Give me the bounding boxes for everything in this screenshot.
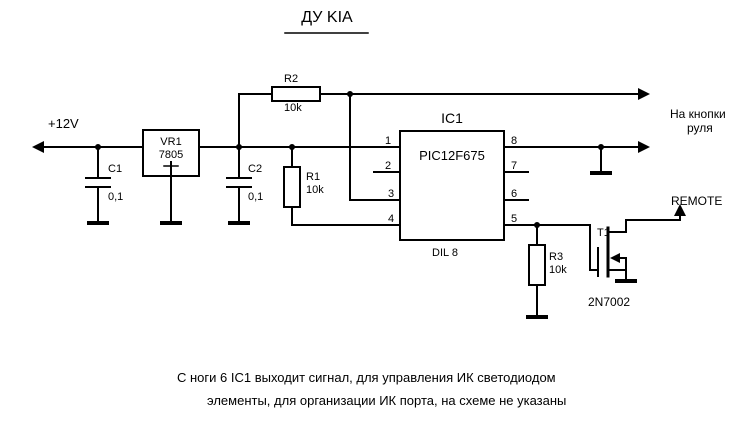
right-arrow-icon xyxy=(638,141,650,153)
power-label: +12V xyxy=(48,116,79,131)
regulator-vr1: VR1 7805 xyxy=(142,129,200,225)
ic1-pin-2: 2 xyxy=(385,160,391,172)
r3-ref: R3 xyxy=(549,251,563,263)
ic1-pin-7: 7 xyxy=(511,160,517,172)
note-line-2: элементы, для организации ИК порта, на с… xyxy=(207,393,566,408)
right-arrow-icon xyxy=(638,88,650,100)
c1-ref: C1 xyxy=(108,163,122,175)
resistor-r3: R3 10k xyxy=(526,224,567,319)
up-arrow-icon xyxy=(674,204,686,216)
note-line-1: С ноги 6 IC1 выходит сигнал, для управле… xyxy=(177,370,556,385)
remote-label: REMOTE xyxy=(671,194,722,208)
t1-part: 2N7002 xyxy=(588,295,630,309)
ic1-pin-8: 8 xyxy=(511,135,517,147)
r2-value: 10k xyxy=(284,102,302,114)
fet-arrow-icon xyxy=(610,253,620,263)
ic1-pin-4: 4 xyxy=(388,213,394,225)
resistor-r1: R1 10k xyxy=(283,144,391,226)
resistor-body xyxy=(271,86,321,102)
resistor-body xyxy=(528,244,546,286)
c2-ref: C2 xyxy=(248,163,262,175)
r3-value: 10k xyxy=(549,264,567,276)
power-input: +12V xyxy=(32,116,144,153)
buttons-output: На кнопки руля xyxy=(503,107,726,175)
transistor-t1: T1 2N7002 xyxy=(588,219,681,309)
ic1-pin-3: 3 xyxy=(388,188,394,200)
ic1-pin-1: 1 xyxy=(385,135,391,147)
left-arrow-icon xyxy=(32,141,44,153)
t1-ref: T1 xyxy=(597,227,610,239)
ic1-part: PIC12F675 xyxy=(419,148,485,163)
ic1-pin-6: 6 xyxy=(511,188,517,200)
buttons-label-line1: На кнопки xyxy=(670,107,726,121)
c2-value: 0,1 xyxy=(248,191,263,203)
r1-ref: R1 xyxy=(306,171,320,183)
ic1-ref: IC1 xyxy=(441,110,463,126)
ic1-pin-5: 5 xyxy=(511,213,517,225)
resistor-r2: R2 10k xyxy=(238,73,650,114)
buttons-label-line2: руля xyxy=(687,121,713,135)
ic1-body xyxy=(399,130,505,241)
ic1-package: DIL 8 xyxy=(432,247,458,259)
vr1-part: 7805 xyxy=(159,149,183,161)
remote-output: REMOTE xyxy=(671,194,722,221)
r2-ref: R2 xyxy=(284,73,298,85)
vr1-ref: VR1 xyxy=(160,136,181,148)
capacitor-c2: C2 0,1 xyxy=(226,93,263,225)
resistor-body xyxy=(283,166,301,208)
capacitor-c1: C1 0,1 xyxy=(85,144,123,225)
ic1-chip: IC1 PIC12F675 DIL 8 1 2 3 4 5 6 7 8 xyxy=(385,110,517,259)
schematic-title: ДУ KIA xyxy=(301,9,353,26)
c1-value: 0,1 xyxy=(108,191,123,203)
r1-value: 10k xyxy=(306,184,324,196)
